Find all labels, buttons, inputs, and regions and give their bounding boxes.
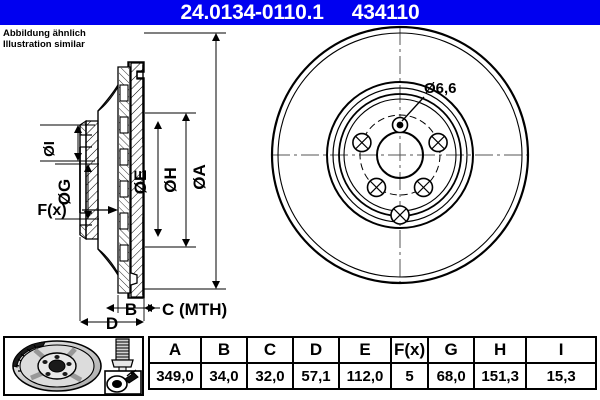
label-C: C (MTH) (162, 300, 227, 319)
callout-leader (401, 96, 425, 122)
lug-hole (352, 132, 372, 153)
label-E: ØE (131, 170, 150, 195)
dimension-A (144, 32, 226, 290)
dimension-H (145, 112, 196, 248)
label-I: ØI (41, 141, 58, 157)
part-number: 24.0134-0110.1 (180, 1, 324, 24)
dimension-I (40, 124, 95, 162)
spec-header-E: E (338, 336, 392, 364)
reference-number: 434110 (351, 1, 420, 24)
spec-header-C: C (246, 336, 294, 364)
spec-header-G: G (427, 336, 476, 364)
label-G: ØG (55, 179, 74, 205)
hat-outer (326, 81, 474, 229)
illustration-note: Abbildung ähnlich Illustration similar (3, 28, 86, 50)
lug-holes (352, 132, 448, 225)
dimension-G (55, 163, 99, 220)
lug-hole (413, 177, 434, 198)
dimension-C (144, 304, 160, 312)
lug-hole (428, 132, 448, 153)
spec-value-C: 32,0 (246, 362, 294, 390)
friction-ring-inner (277, 32, 523, 278)
face-view: Ø6,6 (270, 25, 530, 285)
drawing-svg: ØI ØG ØE (37, 25, 530, 333)
brake-disc-illustration (12, 340, 102, 392)
spec-value-G: 68,0 (427, 362, 476, 390)
callout-diameter: Ø6,6 (424, 80, 457, 97)
dimension-E (154, 121, 162, 237)
label-B: B (125, 300, 137, 319)
spec-header-Fx: F(x) (389, 336, 430, 364)
bolt-and-wrench-svg (104, 338, 142, 395)
disc-outer-edge (270, 25, 530, 285)
note-line-de: Abbildung ähnlich (3, 28, 86, 39)
spec-header-D: D (292, 336, 340, 364)
header-banner: 24.0134-0110.1 434110 (0, 0, 600, 25)
cross-section-view: ØI ØG ØE (37, 32, 227, 333)
fastener-icons (103, 337, 143, 395)
bottom-strip: A B C D E F(x) G H I 349,0 34,0 32,0 57,… (0, 336, 600, 398)
lug-hole (390, 205, 410, 225)
spec-table-value-row: 349,0 34,0 32,0 57,1 112,0 5 68,0 151,3 … (148, 362, 598, 390)
spec-value-H: 151,3 (473, 362, 528, 390)
label-Fx: F(x) (37, 202, 66, 219)
spec-header-H: H (473, 336, 528, 364)
lug-hole (366, 177, 387, 198)
dimension-D (80, 318, 144, 326)
torque-wrench-icon (104, 369, 142, 395)
label-D: D (106, 314, 118, 333)
spec-value-I: 15,3 (525, 362, 598, 390)
bolt-circle (359, 114, 441, 196)
spec-table: A B C D E F(x) G H I 349,0 34,0 32,0 57,… (148, 336, 598, 390)
dimension-Fx (82, 206, 118, 214)
locating-hole (391, 116, 409, 134)
spec-value-Fx: 5 (389, 362, 430, 390)
label-H: ØH (161, 167, 180, 193)
centerlines (272, 27, 528, 283)
bolt-icon (111, 338, 134, 372)
spec-header-I: I (525, 336, 598, 364)
spec-value-A: 349,0 (148, 362, 202, 390)
spec-value-D: 57,1 (292, 362, 340, 390)
spec-value-B: 34,0 (200, 362, 248, 390)
spec-table-header-row: A B C D E F(x) G H I (148, 336, 598, 364)
note-line-en: Illustration similar (3, 39, 85, 50)
label-A: ØA (190, 164, 209, 190)
spec-header-A: A (148, 336, 202, 364)
spec-value-E: 112,0 (338, 362, 392, 390)
spec-header-B: B (200, 336, 248, 364)
technical-drawing: ØI ØG ØE (0, 25, 600, 335)
